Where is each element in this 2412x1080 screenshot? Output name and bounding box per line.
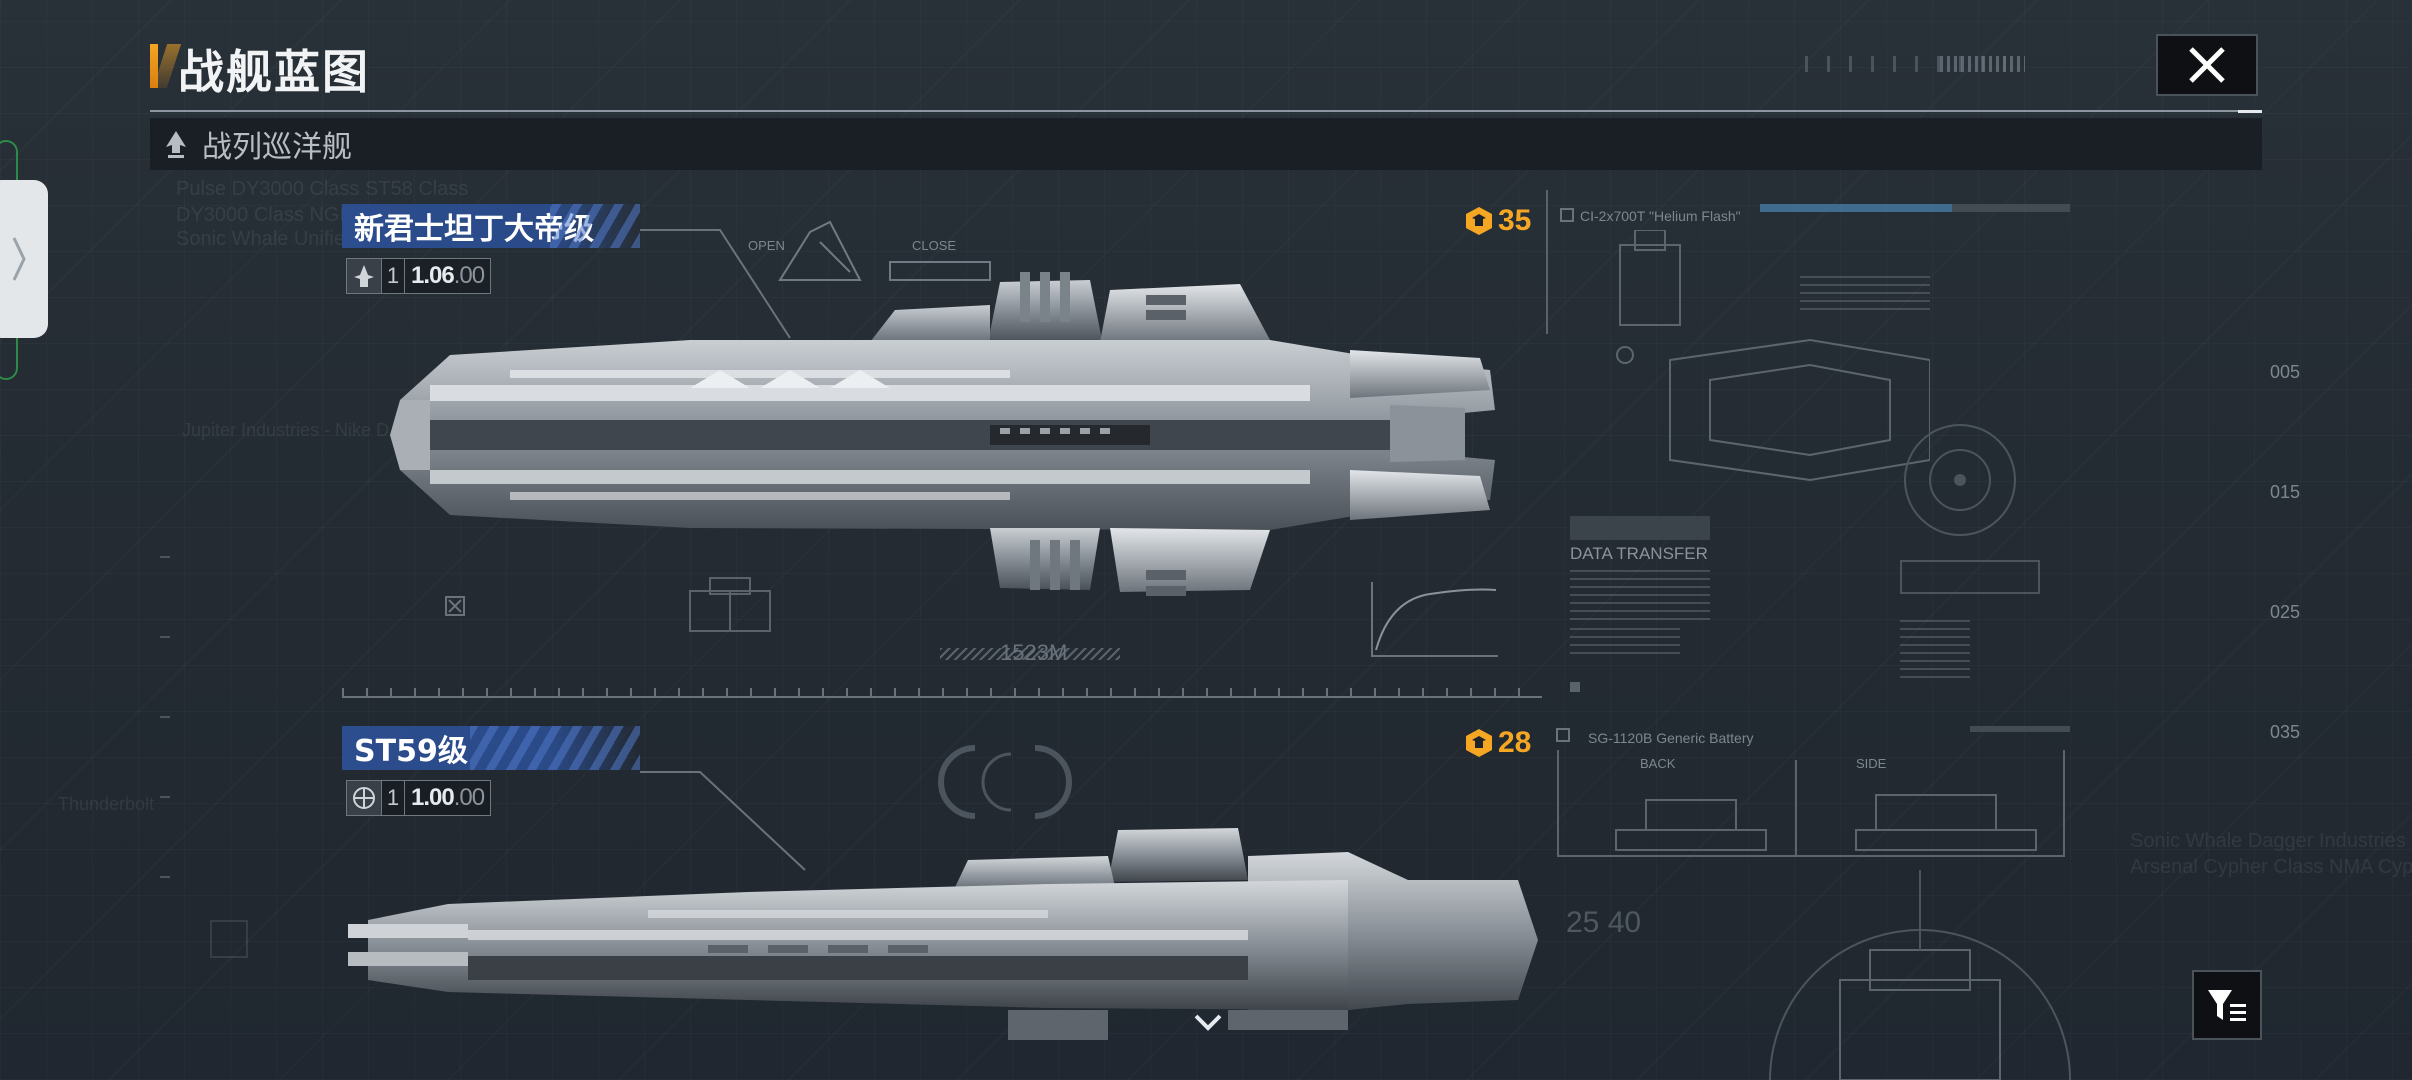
- ship-1-model: [390, 272, 1495, 596]
- header-divider-cap: [2238, 110, 2262, 113]
- ship-name: ST59级: [354, 734, 468, 769]
- filter-icon: [2208, 990, 2246, 1021]
- scale-number-2: 015: [2270, 482, 2301, 502]
- ship-tier: 1: [381, 781, 405, 815]
- ship-stat-box: 1 1.00.00: [346, 780, 492, 816]
- battery-blueprint: [1557, 750, 2065, 857]
- x-marker-icon: [445, 596, 465, 616]
- turret-blueprint: [1616, 230, 1930, 482]
- ship-cost: 28: [1464, 726, 1531, 760]
- module-sketch: [689, 577, 771, 632]
- page-title: 战舰蓝图: [178, 45, 370, 99]
- ship-length-label: 1523M: [1000, 640, 1068, 665]
- data-transfer-text: [1570, 570, 1710, 620]
- category-label: 战列巡洋舰: [202, 130, 352, 165]
- title-accent-bar: [150, 44, 158, 88]
- label-stripes: [550, 204, 640, 248]
- progress-bar-top: [1760, 204, 2070, 212]
- ship-name-label: ST59级: [342, 726, 640, 770]
- label-stripes: [470, 726, 640, 770]
- data-graph: [1371, 582, 1498, 657]
- filter-button[interactable]: [2192, 970, 2262, 1040]
- side-drawer-tab[interactable]: [0, 180, 48, 338]
- scale-number-4: 035: [2270, 722, 2301, 742]
- scroll-down-indicator[interactable]: [1190, 1008, 1226, 1038]
- data-transfer-label: DATA TRANSFER: [1570, 544, 1708, 563]
- spec-text-block-2: [1900, 620, 1970, 680]
- weapon-label-2: SG-1120B Generic Battery: [1588, 730, 1754, 746]
- open-label: OPEN: [748, 238, 785, 253]
- data-transfer-banner: [1570, 516, 1710, 540]
- close-button[interactable]: [2156, 34, 2258, 96]
- ship-type-icon: [347, 259, 381, 293]
- ship-stat-dim: .00: [453, 784, 485, 811]
- header-decoration-dense: [1940, 56, 2025, 72]
- weapon-panel-divider: [1546, 190, 1548, 334]
- ship-type-icon: [347, 781, 381, 815]
- category-bar[interactable]: 战列巡洋舰: [150, 118, 2262, 170]
- close-label: CLOSE: [912, 238, 957, 253]
- gauge-rings: [938, 745, 1072, 819]
- turret-front-blueprint: [1769, 870, 2071, 1080]
- hatching-bar: [940, 648, 1120, 660]
- ship-stat-dim: .00: [453, 262, 485, 289]
- radar-circle: [1904, 424, 2016, 536]
- ship-stat-main: 1.06: [411, 262, 455, 289]
- ship-cost: 35: [1464, 204, 1531, 238]
- hatch-diagram: [778, 220, 991, 281]
- back-label: BACK: [1640, 756, 1676, 771]
- marker-square: [1570, 682, 1580, 692]
- ship-tier: 1: [381, 259, 405, 293]
- scale-number-1: 005: [2270, 362, 2301, 382]
- ship-stat-value: 1.06.00: [405, 262, 490, 290]
- ship-name-label: 新君士坦丁大帝级: [342, 204, 640, 248]
- ship-stat-main: 1.00: [411, 784, 455, 811]
- command-cost-icon: [1466, 729, 1492, 757]
- weapon-checkbox: [1556, 728, 1570, 742]
- header-divider: [150, 110, 2262, 112]
- big-number: 25 40: [1566, 906, 1642, 939]
- ship-2-model: [348, 828, 1538, 1040]
- chevron-down-icon: [1194, 1014, 1222, 1031]
- length-scale: [342, 682, 1542, 698]
- data-transfer-text-2: [1570, 628, 1680, 658]
- leader-line: [640, 229, 791, 339]
- leader-line: [640, 771, 806, 871]
- ship-stat-box: 1 1.06.00: [346, 258, 492, 294]
- close-icon: [2189, 47, 2225, 83]
- weapon-label-1: CI-2x700T "Helium Flash": [1580, 208, 1741, 224]
- ship-class-icon: [166, 131, 186, 158]
- ship-cost-value: 28: [1498, 726, 1532, 759]
- ship-cost-value: 35: [1498, 204, 1532, 237]
- bullet-sketch: [1900, 560, 2040, 594]
- command-cost-icon: [1466, 207, 1492, 235]
- ship-stat-value: 1.00.00: [405, 784, 490, 812]
- spec-text-block: [1800, 276, 1930, 316]
- side-label: SIDE: [1856, 756, 1887, 771]
- weapon-checkbox: [1560, 208, 1574, 222]
- progress-bar-2: [1970, 726, 2070, 732]
- scale-number-3: 025: [2270, 602, 2301, 622]
- chevron-right-icon: [12, 237, 26, 281]
